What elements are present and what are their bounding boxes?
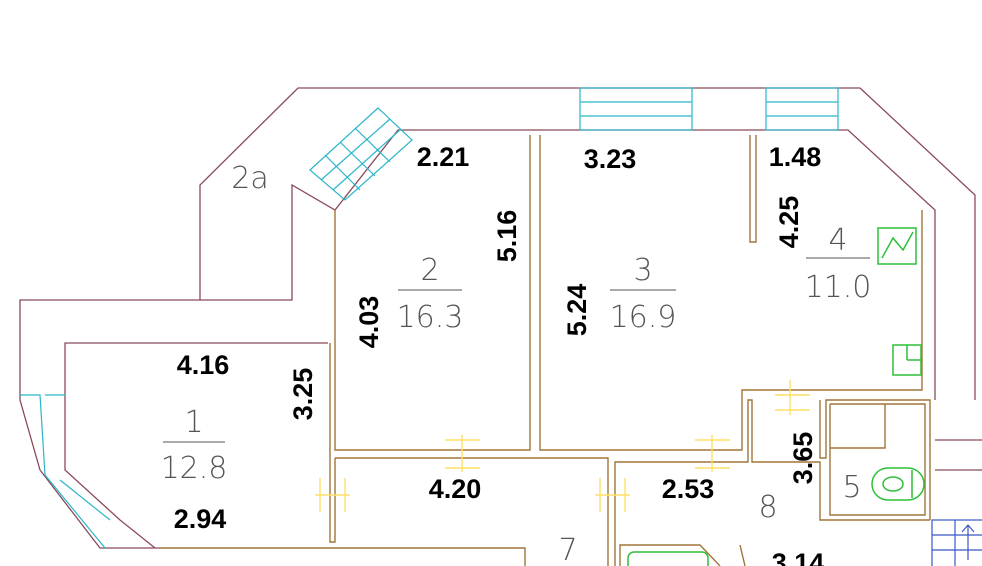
dimension-label: 3.65 xyxy=(788,432,818,485)
dimension-label: 3.23 xyxy=(584,144,637,174)
stair-icon xyxy=(931,519,982,566)
room-1-label: 1 xyxy=(184,405,203,440)
room-2a-label: 2a xyxy=(231,161,268,196)
dimension-label: 3.25 xyxy=(288,368,318,421)
room-4-label: 4 xyxy=(828,223,847,258)
bathtub-icon xyxy=(627,551,709,566)
room-2-label: 2 xyxy=(420,253,439,288)
fixtures xyxy=(627,227,925,566)
room-3-area: 16.9 xyxy=(610,300,677,335)
room-2-area: 16.3 xyxy=(397,300,464,335)
room-7-label: 7 xyxy=(558,533,577,566)
windows xyxy=(20,87,839,549)
dimension-label: 1.48 xyxy=(769,142,822,172)
dimension-label: 4.03 xyxy=(354,296,384,349)
room-4-area: 11.0 xyxy=(805,270,872,305)
outer-walls xyxy=(19,87,982,549)
area-fraction-lines xyxy=(163,257,870,443)
dimension-label: 5.24 xyxy=(562,284,592,337)
room-3-label: 3 xyxy=(633,253,652,288)
dimension-label: 3.14 xyxy=(772,548,825,566)
dimension-label: 2.94 xyxy=(174,504,227,534)
dimension-label: 4.16 xyxy=(177,350,230,380)
door-openings xyxy=(315,380,810,512)
dimension-label: 2.53 xyxy=(662,474,715,504)
toilet-icon xyxy=(871,467,925,501)
dimension-label: 4.25 xyxy=(774,196,804,249)
interior-walls xyxy=(160,135,931,566)
dimension-label: 2.21 xyxy=(417,142,470,172)
dimension-label: 5.16 xyxy=(492,210,522,263)
room-1-area: 12.8 xyxy=(161,451,228,486)
dimension-label: 4.20 xyxy=(429,474,482,504)
radiator-icon xyxy=(877,227,917,265)
room-8-label: 8 xyxy=(758,490,777,525)
room-5-label: 5 xyxy=(842,470,861,505)
